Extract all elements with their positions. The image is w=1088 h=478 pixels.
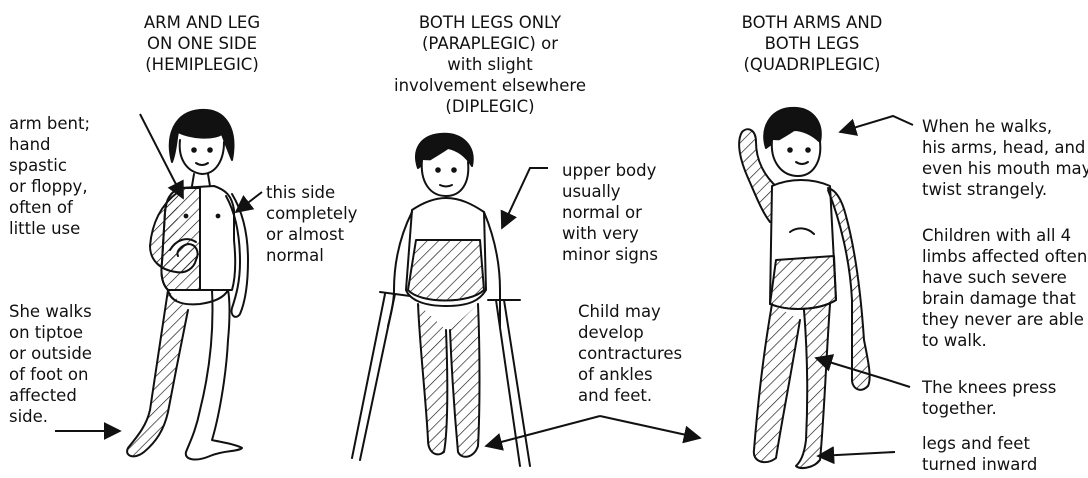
annotation-when-he-walks: When he walks, his arms, head, and even …	[922, 116, 1088, 200]
annotation-knees-press: The knees press together.	[922, 377, 1056, 419]
arrow-contractures-right	[600, 416, 700, 438]
annotation-contractures: Child may develop contractures of ankles…	[578, 301, 682, 406]
arrow-upper-body	[502, 168, 548, 228]
heading-hemiplegic: ARM AND LEG ON ONE SIDE (HEMIPLEGIC)	[118, 12, 286, 75]
hemiplegic-girl-figure	[127, 110, 248, 460]
annotation-legs-feet: legs and feet turned inward	[922, 433, 1037, 475]
arrow-contractures-left	[486, 416, 600, 446]
diplegic-child-figure	[352, 134, 530, 466]
annotation-this-side: this side completely or almost normal	[266, 182, 357, 266]
heading-diplegic: BOTH LEGS ONLY (PARAPLEGIC) or with slig…	[375, 12, 605, 117]
quadriplegic-boy-figure	[739, 108, 870, 468]
annotation-she-walks: She walks on tiptoe or outside of foot o…	[9, 301, 92, 427]
annotation-upper-body: upper body usually normal or with very m…	[562, 160, 658, 265]
annotation-all-4-limbs: Children with all 4 limbs affected often…	[922, 225, 1087, 351]
arrow-legs-feet	[818, 452, 895, 456]
arrow-when-he-walks	[840, 116, 913, 132]
annotation-arm-bent: arm bent; hand spastic or floppy, often …	[9, 113, 90, 239]
arrow-this-side	[236, 192, 262, 212]
heading-quadriplegic: BOTH ARMS AND BOTH LEGS (QUADRIPLEGIC)	[712, 12, 912, 75]
